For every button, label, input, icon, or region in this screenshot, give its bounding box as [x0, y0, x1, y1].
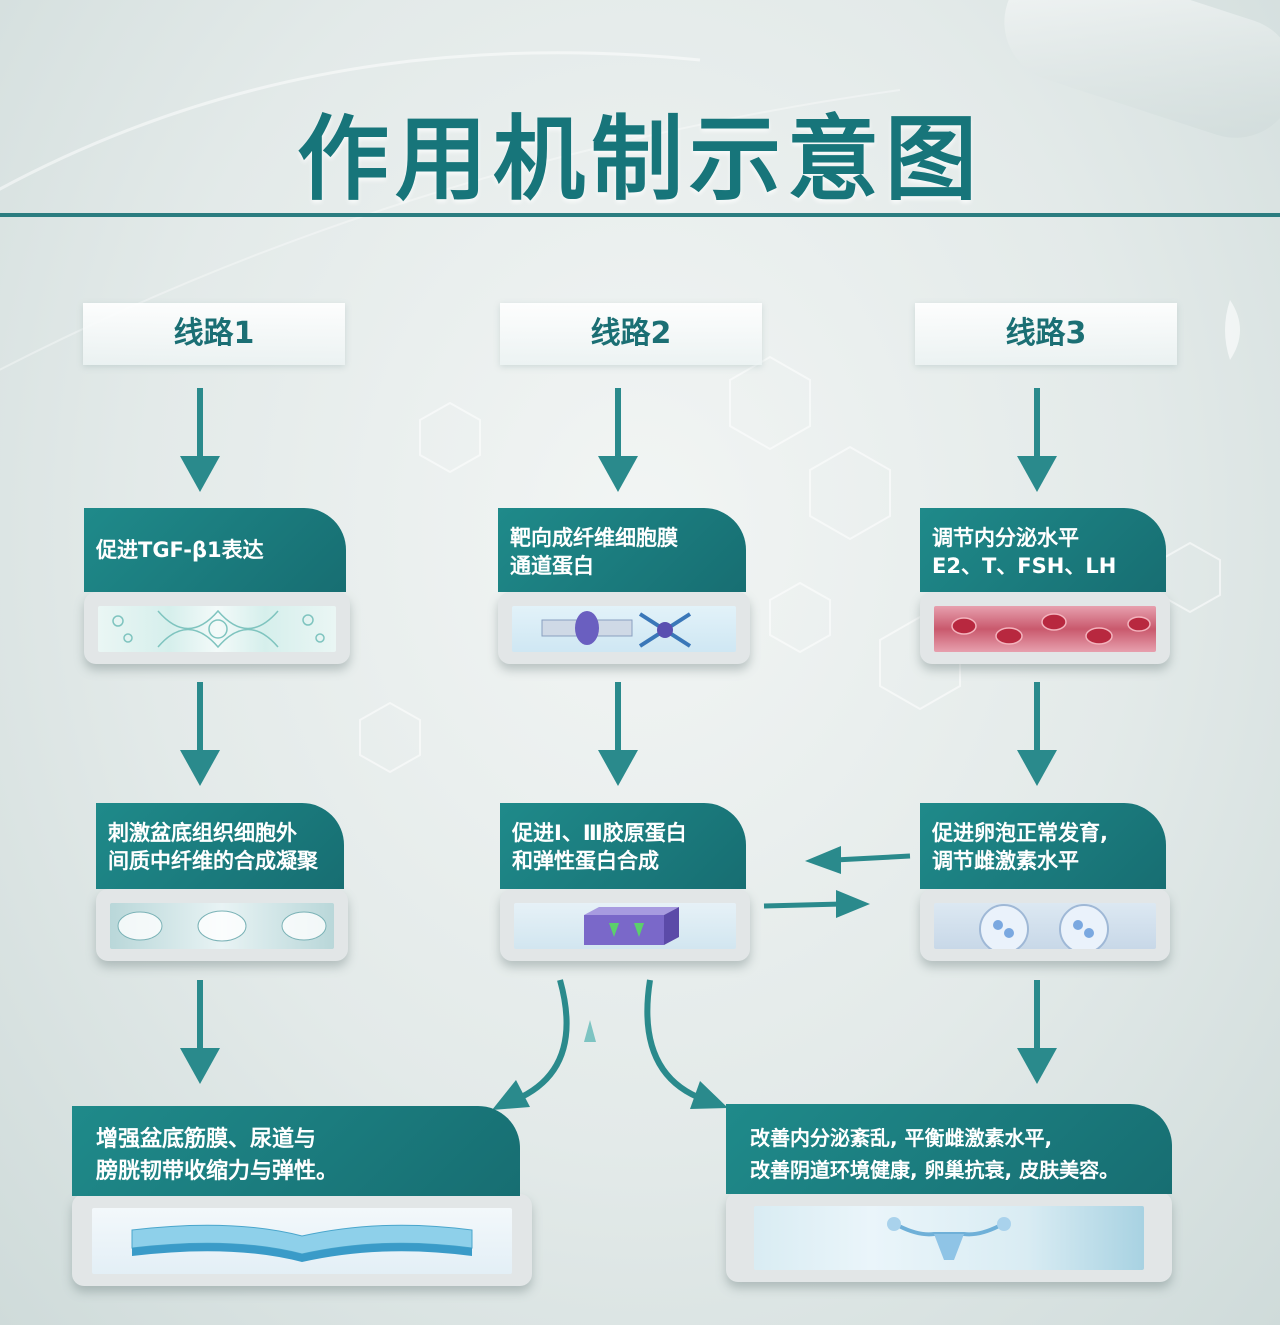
droplet-icon: [584, 1020, 596, 1042]
curved-arrow-left-icon: [513, 979, 570, 1103]
curved-arrow-right-icon: [644, 979, 707, 1103]
down-arrow-icon: [598, 682, 638, 786]
step-text-line: 促进Ⅰ、Ⅲ胶原蛋白: [512, 821, 687, 845]
result-text-line: 改善内分泌紊乱, 平衡雌激素水平,: [750, 1126, 1053, 1150]
step-card-r3-s1: 调节内分泌水平 E2、T、FSH、LH: [920, 508, 1170, 664]
title-divider: [0, 213, 1280, 217]
page-title: 作用机制示意图: [296, 106, 983, 213]
down-arrow-icon: [180, 682, 220, 786]
collagen-block-image: [584, 907, 679, 945]
step-text-line: 间质中纤维的合成凝聚: [108, 849, 318, 873]
step-text-line: 促进卵泡正常发育,: [932, 821, 1108, 845]
result-text-line: 膀胱韧带收缩力与弹性。: [96, 1159, 339, 1184]
step-card-r1-s1: 促进TGF-β1表达: [84, 508, 350, 664]
step-text-line: 调节雌激素水平: [932, 849, 1079, 873]
step-card-r3-s2: 促进卵泡正常发育, 调节雌激素水平: [920, 803, 1170, 961]
step-text-line: 刺激盆底组织细胞外: [108, 821, 297, 845]
down-arrow-icon: [1017, 682, 1057, 786]
fascia-layer-image: [131, 1224, 473, 1262]
step-text-line: 促进TGF-β1表达: [96, 538, 264, 562]
down-arrow-icon: [1017, 980, 1057, 1084]
left-arrow-icon: [805, 846, 911, 874]
result-card-right: 改善内分泌紊乱, 平衡雌激素水平, 改善阴道环境健康, 卵巢抗衰, 皮肤美容。: [726, 1104, 1172, 1282]
step-text-line: E2、T、FSH、LH: [932, 554, 1117, 578]
step-card-r2-s2: 促进Ⅰ、Ⅲ胶原蛋白 和弹性蛋白合成: [500, 803, 750, 961]
step-card-r2-s1: 靶向成纤维细胞膜 通道蛋白: [498, 508, 750, 664]
down-arrow-icon: [180, 388, 220, 492]
step-text-line: 和弹性蛋白合成: [512, 849, 659, 873]
uterus-image: [887, 1217, 1011, 1260]
result-text-line: 增强盆底筋膜、尿道与: [96, 1127, 317, 1152]
tissue-fibers-image: [117, 910, 327, 942]
blood-cells-image: [951, 613, 1151, 645]
step-text-line: 靶向成纤维细胞膜: [510, 526, 678, 550]
molecule-image: [112, 609, 325, 649]
route-2-label: 线路2: [500, 303, 762, 365]
down-arrow-icon: [598, 388, 638, 492]
step-card-r1-s2: 刺激盆底组织细胞外 间质中纤维的合成凝聚: [96, 803, 348, 961]
route-3-label: 线路3: [915, 303, 1177, 365]
step-text-line: 通道蛋白: [510, 554, 594, 578]
curved-arrows: [492, 979, 728, 1110]
follicle-image: [979, 904, 1109, 949]
step-text-line: 调节内分泌水平: [932, 526, 1079, 550]
down-arrow-icon: [180, 980, 220, 1084]
membrane-protein-image: [541, 611, 692, 648]
down-arrow-icon: [1017, 388, 1057, 492]
result-text-line: 改善阴道环境健康, 卵巢抗衰, 皮肤美容。: [750, 1158, 1120, 1182]
result-card-left: 增强盆底筋膜、尿道与 膀胱韧带收缩力与弹性。: [72, 1106, 532, 1286]
right-arrow-icon: [763, 890, 870, 918]
route-1-label: 线路1: [83, 303, 345, 365]
